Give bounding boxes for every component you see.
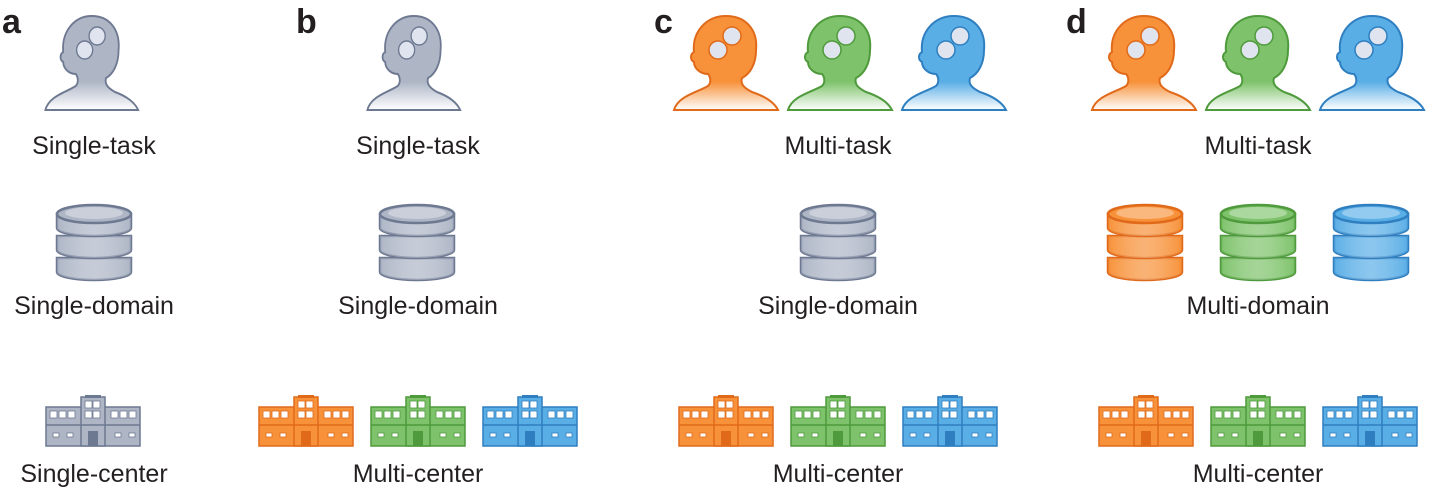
building-icon [790,395,886,447]
head-icon [1314,12,1426,112]
head-icon [1200,12,1312,112]
database-icon [1332,196,1410,282]
database-icon [55,196,133,282]
domain-label: Single-domain [14,292,174,320]
head-icon [668,12,780,112]
center-label: Multi-center [1192,460,1324,488]
building-icon [45,395,141,447]
task-label: Multi-task [784,132,892,160]
database-icon [1106,196,1184,282]
head-icon [896,12,1008,112]
panel-letter: d [1066,3,1087,41]
task-label: Multi-task [1204,132,1312,160]
domain-label: Multi-domain [1186,292,1330,320]
head-icon [1086,12,1198,112]
panel-letter: c [654,3,673,41]
panel-letter: a [2,3,21,41]
building-icon [1322,395,1418,447]
database-icon [378,196,456,282]
domain-label: Single-domain [758,292,918,320]
center-label: Multi-center [772,460,904,488]
panel-letter: b [296,3,317,41]
building-icon [902,395,998,447]
building-icon [678,395,774,447]
building-icon [370,395,466,447]
domain-label: Single-domain [338,292,498,320]
task-label: Single-task [32,132,156,160]
head-icon [40,12,140,112]
building-icon [1098,395,1194,447]
building-icon [1210,395,1306,447]
task-label: Single-task [356,132,480,160]
center-label: Single-center [20,460,168,488]
building-icon [258,395,354,447]
database-icon [799,196,877,282]
center-label: Multi-center [352,460,484,488]
head-icon [362,12,462,112]
database-icon [1219,196,1297,282]
building-icon [482,395,578,447]
head-icon [782,12,894,112]
